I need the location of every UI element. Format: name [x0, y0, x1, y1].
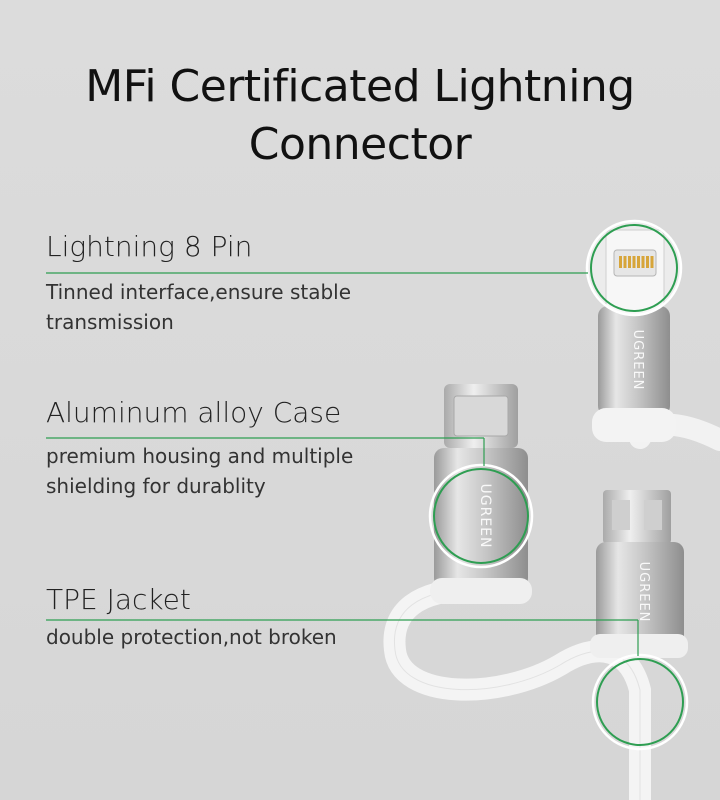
feature-title-lightning: Lightning 8 Pin [46, 230, 253, 263]
usb-c-connector: UGREEN [430, 384, 532, 604]
zoom-ring-aluminum-case [428, 463, 534, 569]
feature-desc-tpe: double protection,not broken [46, 625, 337, 649]
page-title: MFi Certificated Lightning Connector [0, 58, 720, 174]
zoom-ring-lightning-pins [585, 219, 683, 317]
brand-logo-lightning: UGREEN [630, 330, 645, 391]
micro-usb-connector: UGREEN [590, 490, 688, 658]
zoom-ring-tpe-jacket [591, 653, 689, 751]
feature-title-tpe: TPE Jacket [46, 583, 191, 616]
feature-desc-lightning: Tinned interface,ensure stable transmiss… [46, 280, 352, 334]
page-title-line1: MFi Certificated Lightning [85, 61, 635, 112]
feature-title-case: Aluminum alloy Case [46, 396, 342, 429]
brand-logo-micro: UGREEN [636, 562, 651, 623]
feature-desc-case: premium housing and multiple shielding f… [46, 444, 354, 498]
page-title-line2: Connector [248, 119, 472, 170]
brand-logo-usbc: UGREEN [477, 484, 493, 549]
callout-lines [46, 272, 639, 656]
